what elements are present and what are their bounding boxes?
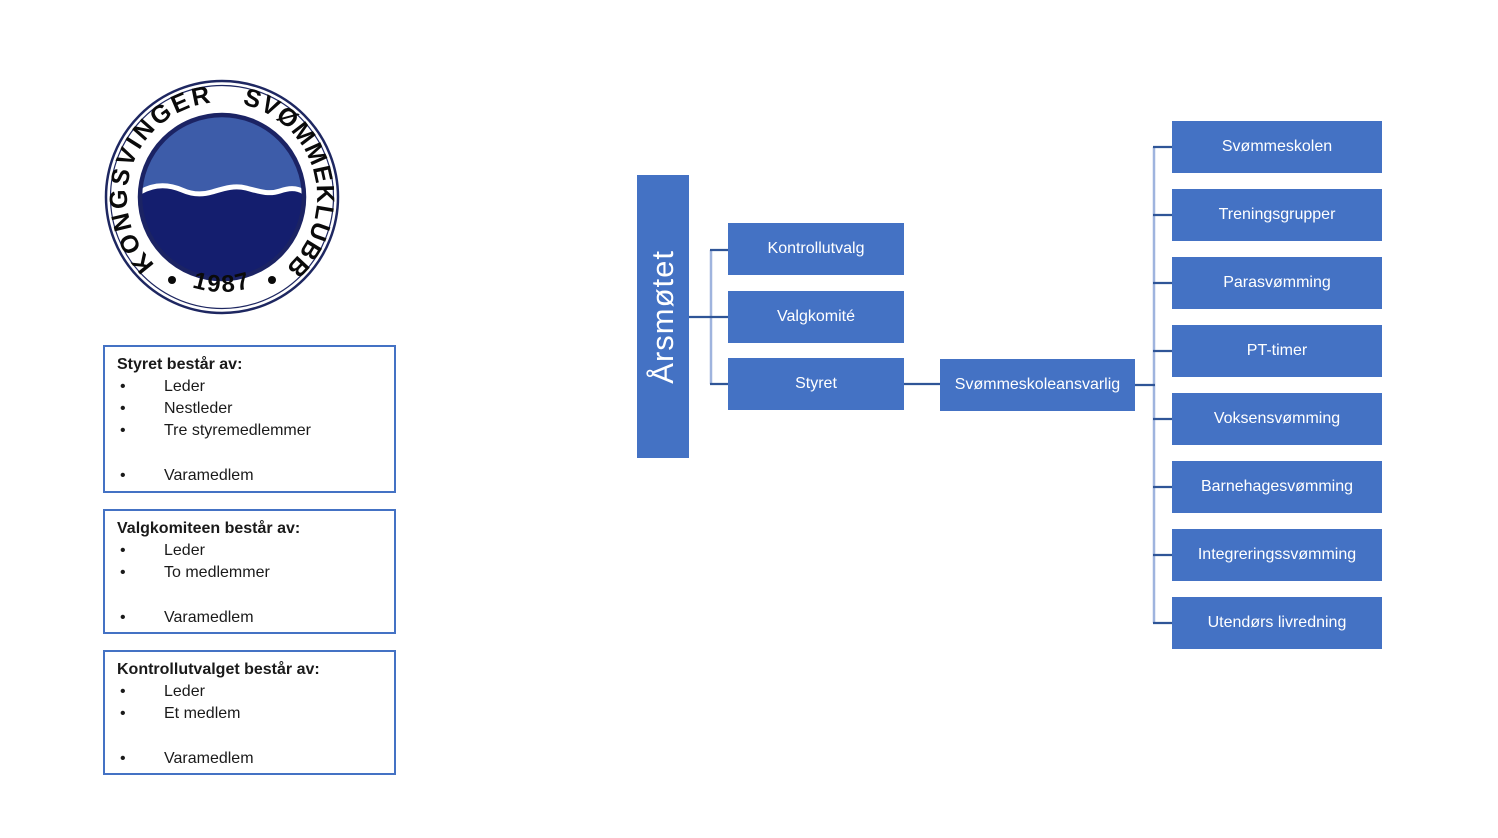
info-box-list: Leder Et medlem Varamedlem	[117, 681, 382, 770]
list-item: Varamedlem	[117, 465, 382, 487]
org-node-label: Integreringssvømming	[1197, 545, 1357, 563]
org-node-label: Svømmeskolen	[1221, 137, 1333, 155]
org-node-label: Voksensvømming	[1213, 409, 1341, 427]
org-node-valgkomite: Valgkomité	[728, 291, 904, 343]
org-node-treningsgrupper: Treningsgrupper	[1172, 189, 1382, 241]
info-box-title: Styret består av:	[117, 356, 243, 373]
logo-year: 1987	[190, 267, 254, 298]
org-node-label: Barnehagesvømming	[1200, 477, 1354, 495]
org-node-label: Årsmøtet	[645, 249, 681, 384]
info-box-title: Kontrollutvalget består av:	[117, 661, 320, 678]
list-item: Et medlem	[117, 703, 382, 725]
org-node-svommeskolen: Svømmeskolen	[1172, 121, 1382, 173]
org-node-arsmotet: Årsmøtet	[637, 175, 689, 458]
info-box-styret: Styret består av: Leder Nestleder Tre st…	[103, 345, 396, 493]
org-node-label: Svømmeskoleansvarlig	[954, 375, 1121, 393]
org-node-parasvomming: Parasvømming	[1172, 257, 1382, 309]
logo-wave-line	[138, 183, 306, 197]
org-node-integreringssvomming: Integreringssvømming	[1172, 529, 1382, 581]
org-node-label: Kontrollutvalg	[767, 239, 865, 257]
logo-inner-thin-ring	[109, 84, 335, 310]
logo-dot-right	[268, 276, 276, 284]
org-node-svommeskoleansvarlig: Svømmeskoleansvarlig	[940, 359, 1135, 411]
list-item: Nestleder	[117, 398, 382, 420]
org-node-kontrollutvalg: Kontrollutvalg	[728, 223, 904, 275]
org-node-voksensvomming: Voksensvømming	[1172, 393, 1382, 445]
org-node-pt-timer: PT-timer	[1172, 325, 1382, 377]
org-node-label: Styret	[795, 374, 837, 392]
list-item: To medlemmer	[117, 562, 382, 584]
org-node-label: Treningsgrupper	[1218, 205, 1336, 223]
info-box-title: Valgkomiteen består av:	[117, 520, 301, 537]
org-node-barnehagesvomming: Barnehagesvømming	[1172, 461, 1382, 513]
logo-disc-border	[137, 112, 307, 282]
org-node-label: PT-timer	[1246, 341, 1308, 359]
club-logo: KONGSVINGER SVØMMEKLUBB 1987	[104, 79, 340, 315]
info-box-list: Leder Nestleder Tre styremedlemmer Varam…	[117, 376, 382, 487]
org-node-utendors-livredning: Utendørs livredning	[1172, 597, 1382, 649]
list-item: Tre styremedlemmer	[117, 420, 382, 442]
info-box-valgkomiteen: Valgkomiteen består av: Leder To medlemm…	[103, 509, 396, 634]
org-node-label: Parasvømming	[1223, 273, 1331, 291]
logo-lower-water	[140, 185, 304, 280]
org-node-label: Utendørs livredning	[1207, 613, 1347, 631]
list-item: Varamedlem	[117, 748, 382, 770]
logo-dot-left	[168, 276, 176, 284]
list-item: Leder	[117, 376, 382, 398]
org-node-label: Valgkomité	[777, 307, 855, 325]
list-item: Leder	[117, 681, 382, 703]
org-node-styret: Styret	[728, 358, 904, 410]
list-item: Varamedlem	[117, 607, 382, 629]
list-item: Leder	[117, 540, 382, 562]
info-box-list: Leder To medlemmer Varamedlem	[117, 540, 382, 629]
info-box-kontrollutvalget: Kontrollutvalget består av: Leder Et med…	[103, 650, 396, 775]
